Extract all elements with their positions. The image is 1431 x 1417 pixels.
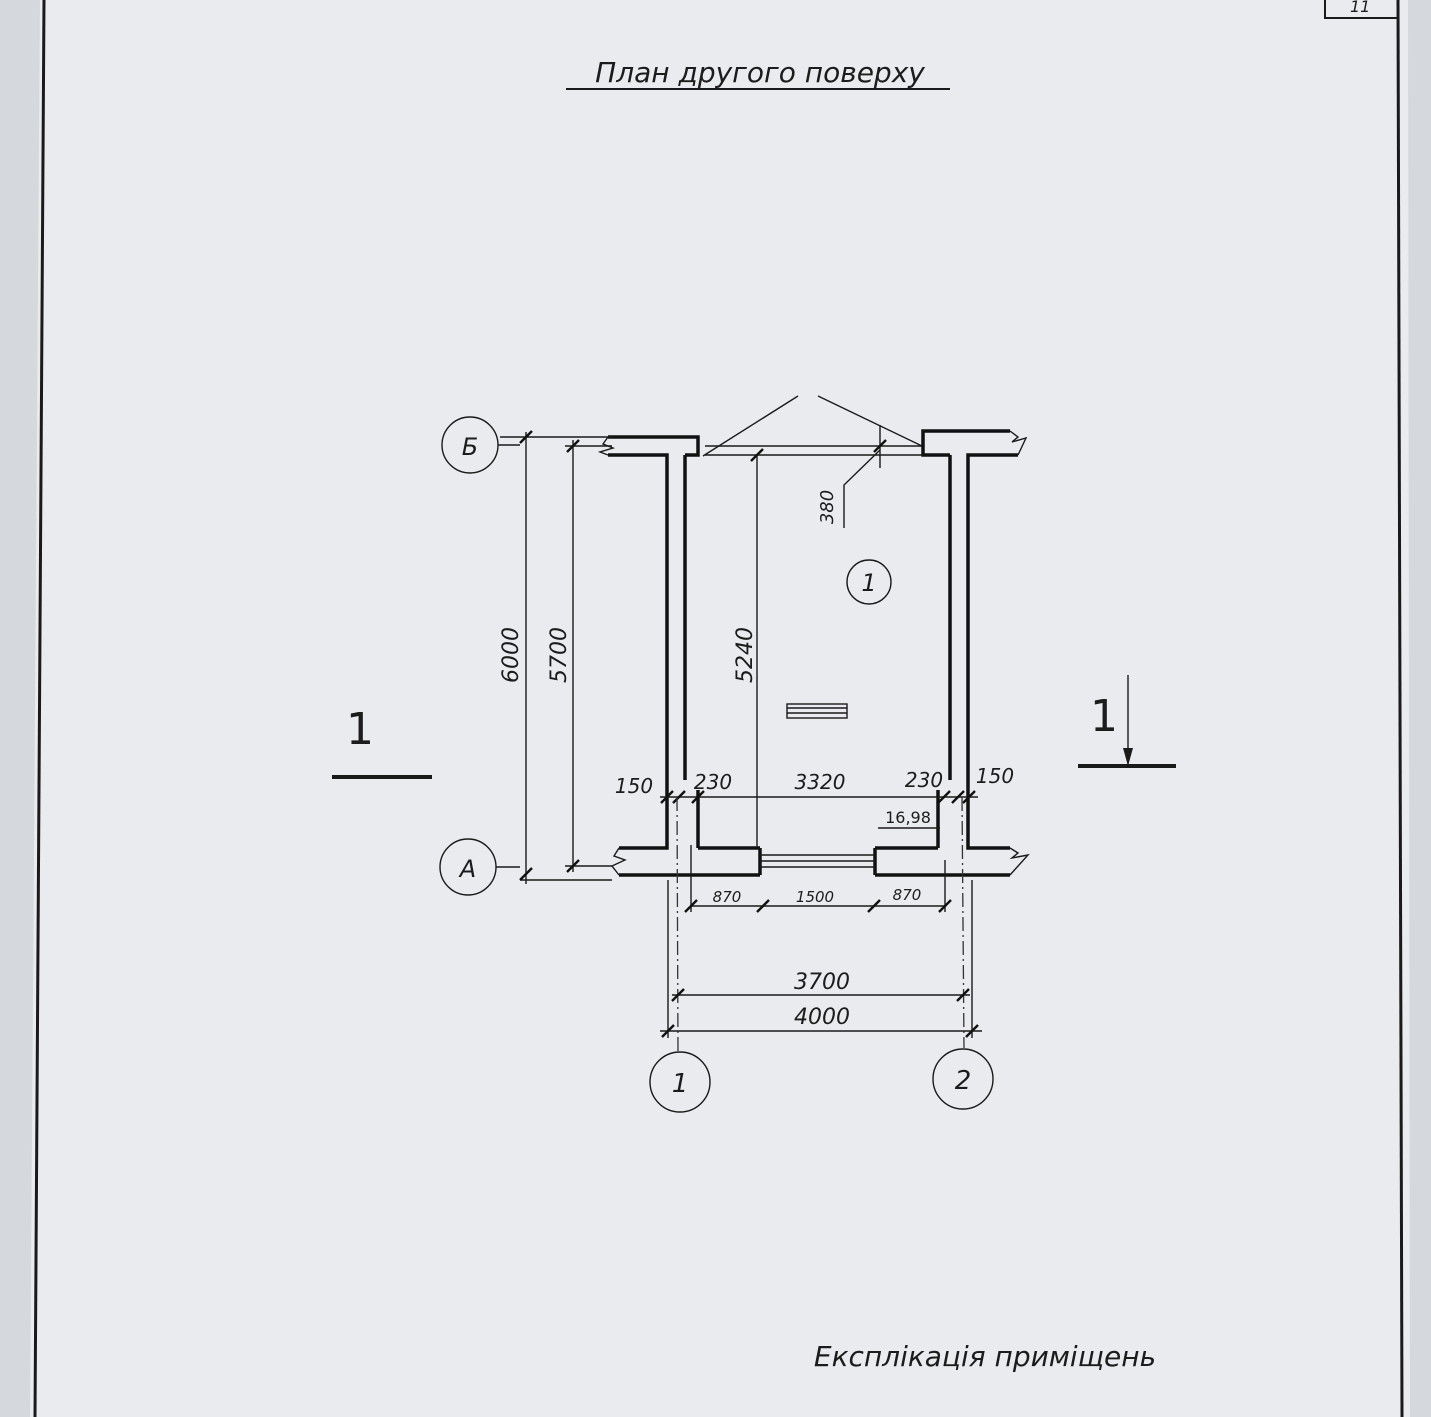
axis-a: А [439,838,520,896]
corner-number: 11 [1350,0,1370,16]
axis-2: 2 [932,796,994,1110]
dim-3700: 3700 [671,970,970,1002]
room-marker: 1 [846,559,892,605]
section-arrow-icon [1123,748,1133,766]
room-area: 16,98 [878,808,940,829]
sheet-frame: 11 [33,0,1404,1417]
dim-870-left: 870 [713,888,742,906]
walls [597,429,1030,877]
section-mark-right: 1 [1078,675,1176,768]
dim-150-right: 150 [976,764,1014,788]
dim-5240: 5240 [733,448,764,848]
dim-wall-row: 150 230 3320 230 150 [615,764,1014,804]
section-mark-left: 1 [332,704,432,779]
axis-2-label: 2 [955,1066,972,1096]
room-number: 1 [861,569,876,597]
footer-caption: Експлікація приміщень [814,1340,1156,1373]
axis-1: 1 [649,796,711,1113]
axis-a-label: А [458,855,476,883]
section-label-left: 1 [346,704,374,755]
dim-6000: 6000 [499,430,612,884]
page-title: План другого поверху [595,56,925,89]
dim-230-left: 230 [694,770,732,794]
axis-b: Б [441,416,520,474]
window-opening [760,854,875,868]
vent-symbol [786,703,848,719]
paper [30,0,1410,1417]
dim-label-5240: 5240 [733,627,758,683]
dim-label-6000: 6000 [499,627,524,683]
axis-1-label: 1 [672,1069,689,1099]
area-label: 16,98 [885,808,931,827]
dim-5700: 5700 [547,439,612,873]
dim-4000: 4000 [660,1005,982,1038]
roof-lines [702,395,923,457]
axis-b-label: Б [462,433,478,461]
dim-230-right: 230 [905,768,943,792]
dim-label-380: 380 [817,490,838,524]
dim-label-4000: 4000 [794,1005,850,1030]
dim-380: 380 [817,425,887,528]
dim-label-5700: 5700 [547,627,572,683]
dim-window-row: 870 1500 870 [684,845,952,913]
section-label-right: 1 [1090,691,1118,742]
dim-3320: 3320 [795,770,846,794]
dim-870-right: 870 [893,886,922,904]
dim-150-left: 150 [615,774,653,798]
dim-label-3700: 3700 [794,970,850,995]
dim-1500: 1500 [796,888,834,906]
